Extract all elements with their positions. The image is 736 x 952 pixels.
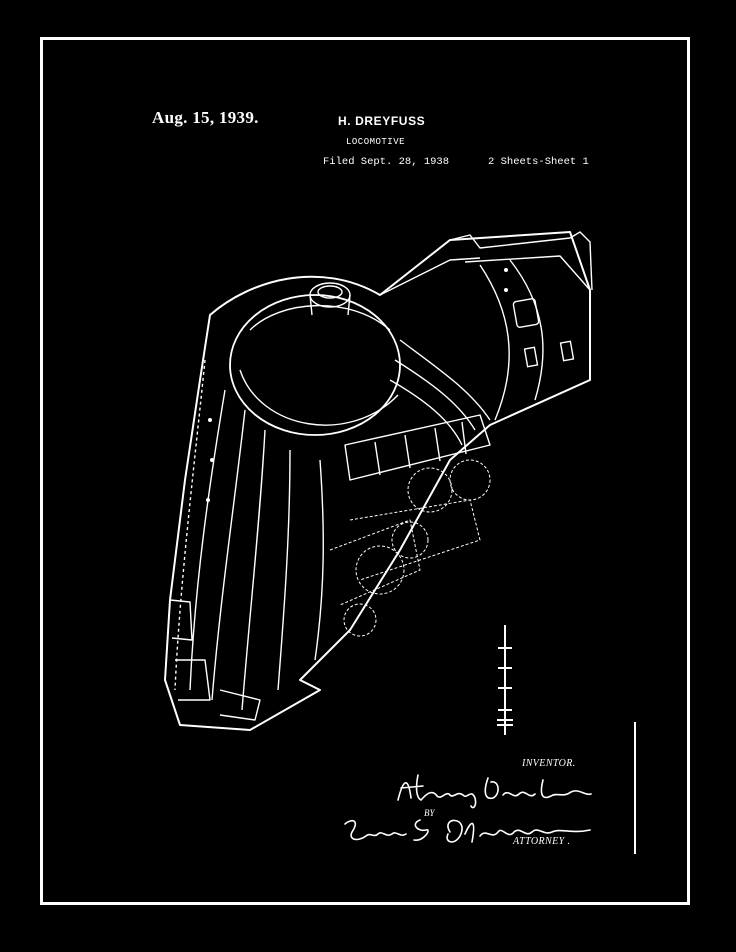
cab [479,264,510,421]
patent-date: Aug. 15, 1939. [152,108,259,127]
border-frame [40,37,690,905]
cab-window [512,298,540,328]
attorney-signature [344,819,591,843]
patent-title: LOCOMOTIVE [346,137,406,147]
by-label: BY [424,808,435,818]
inventor-label: INVENTOR. [522,758,576,769]
dimension-marks [497,625,513,735]
dome [229,294,401,436]
margin-rule [634,722,636,854]
inventor-name: H. DREYFUSS [338,114,426,128]
top-housing [449,231,593,291]
nose-stripe [189,389,226,691]
sheet-count: 2 Sheets-Sheet 1 [488,156,589,168]
filed-date: Filed Sept. 28, 1938 [323,156,450,168]
body-outline [164,231,591,731]
inventor-signature [397,774,592,809]
locomotive-drawing [164,231,593,731]
running-board [344,414,491,481]
attorney-label: ATTORNEY . [513,836,571,847]
